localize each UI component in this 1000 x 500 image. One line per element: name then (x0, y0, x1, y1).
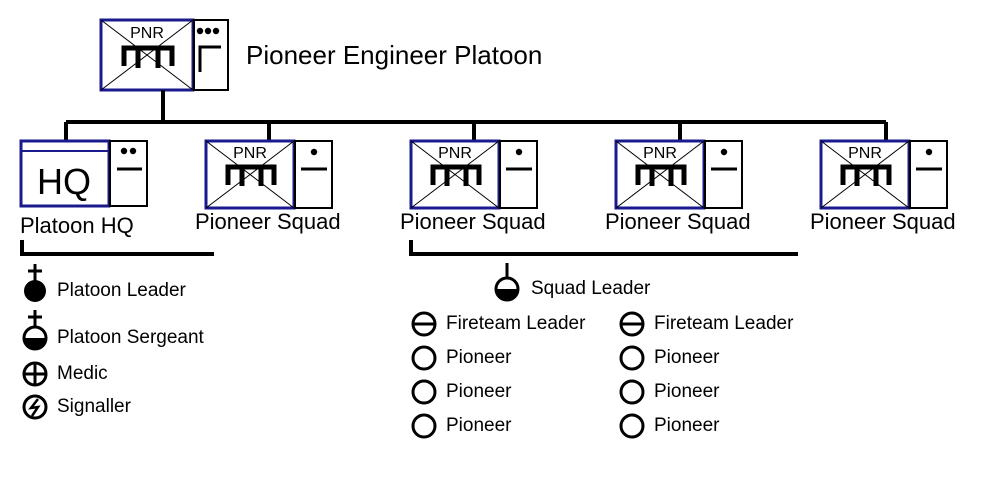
fireteam-leader-icon (619, 311, 645, 337)
pioneer-icon (619, 345, 645, 371)
squad-symbol-text: PNR (643, 145, 677, 162)
role-pioneer: Pioneer (446, 381, 512, 402)
leader-filled-icon (24, 264, 46, 302)
pioneer-icon (411, 379, 437, 405)
role-platoon-sergeant: Platoon Sergeant (57, 327, 204, 348)
role-pioneer: Pioneer (654, 347, 720, 368)
sergeant-half-icon (22, 310, 48, 351)
role-pioneer: Pioneer (654, 415, 720, 436)
role-pioneer: Pioneer (654, 381, 720, 402)
pioneer-icon (619, 413, 645, 439)
role-pioneer: Pioneer (446, 347, 512, 368)
unit-label-pioneer-squad: Pioneer Squad (195, 209, 341, 234)
squad-symbol (204, 139, 333, 210)
squad-symbol (614, 139, 743, 210)
role-fireteam-leader: Fireteam Leader (446, 313, 586, 334)
squad-symbol (819, 139, 948, 210)
platoon-symbol (99, 18, 229, 92)
unit-label-pioneer-squad: Pioneer Squad (810, 209, 956, 234)
role-squad-leader: Squad Leader (531, 278, 651, 299)
pioneer-icon (619, 379, 645, 405)
hq-symbol (19, 139, 148, 208)
hq-symbol-text: HQ (37, 161, 91, 202)
role-platoon-leader: Platoon Leader (57, 280, 186, 301)
medic-cross-icon (22, 361, 48, 387)
unit-label-pioneer-squad: Pioneer Squad (605, 209, 751, 234)
role-medic: Medic (57, 363, 108, 384)
squad-symbol (409, 139, 538, 210)
platoon-title: Pioneer Engineer Platoon (246, 40, 543, 70)
pioneer-icon (411, 345, 437, 371)
unit-label-pioneer-squad: Pioneer Squad (400, 209, 546, 234)
fireteam-leader-icon (411, 311, 437, 337)
squad-leader-icon (494, 263, 520, 302)
squad-symbol-text: PNR (233, 145, 267, 162)
connector-lines (20, 90, 888, 256)
squad-symbol-text: PNR (438, 145, 472, 162)
pioneer-icon (411, 413, 437, 439)
role-signaller: Signaller (57, 396, 131, 417)
role-pioneer: Pioneer (446, 415, 512, 436)
platoon-symbol-text: PNR (130, 25, 164, 42)
unit-label-platoon-hq: Platoon HQ (20, 213, 134, 238)
role-fireteam-leader: Fireteam Leader (654, 313, 794, 334)
signaller-bolt-icon (22, 394, 48, 420)
squad-symbol-text: PNR (848, 145, 882, 162)
